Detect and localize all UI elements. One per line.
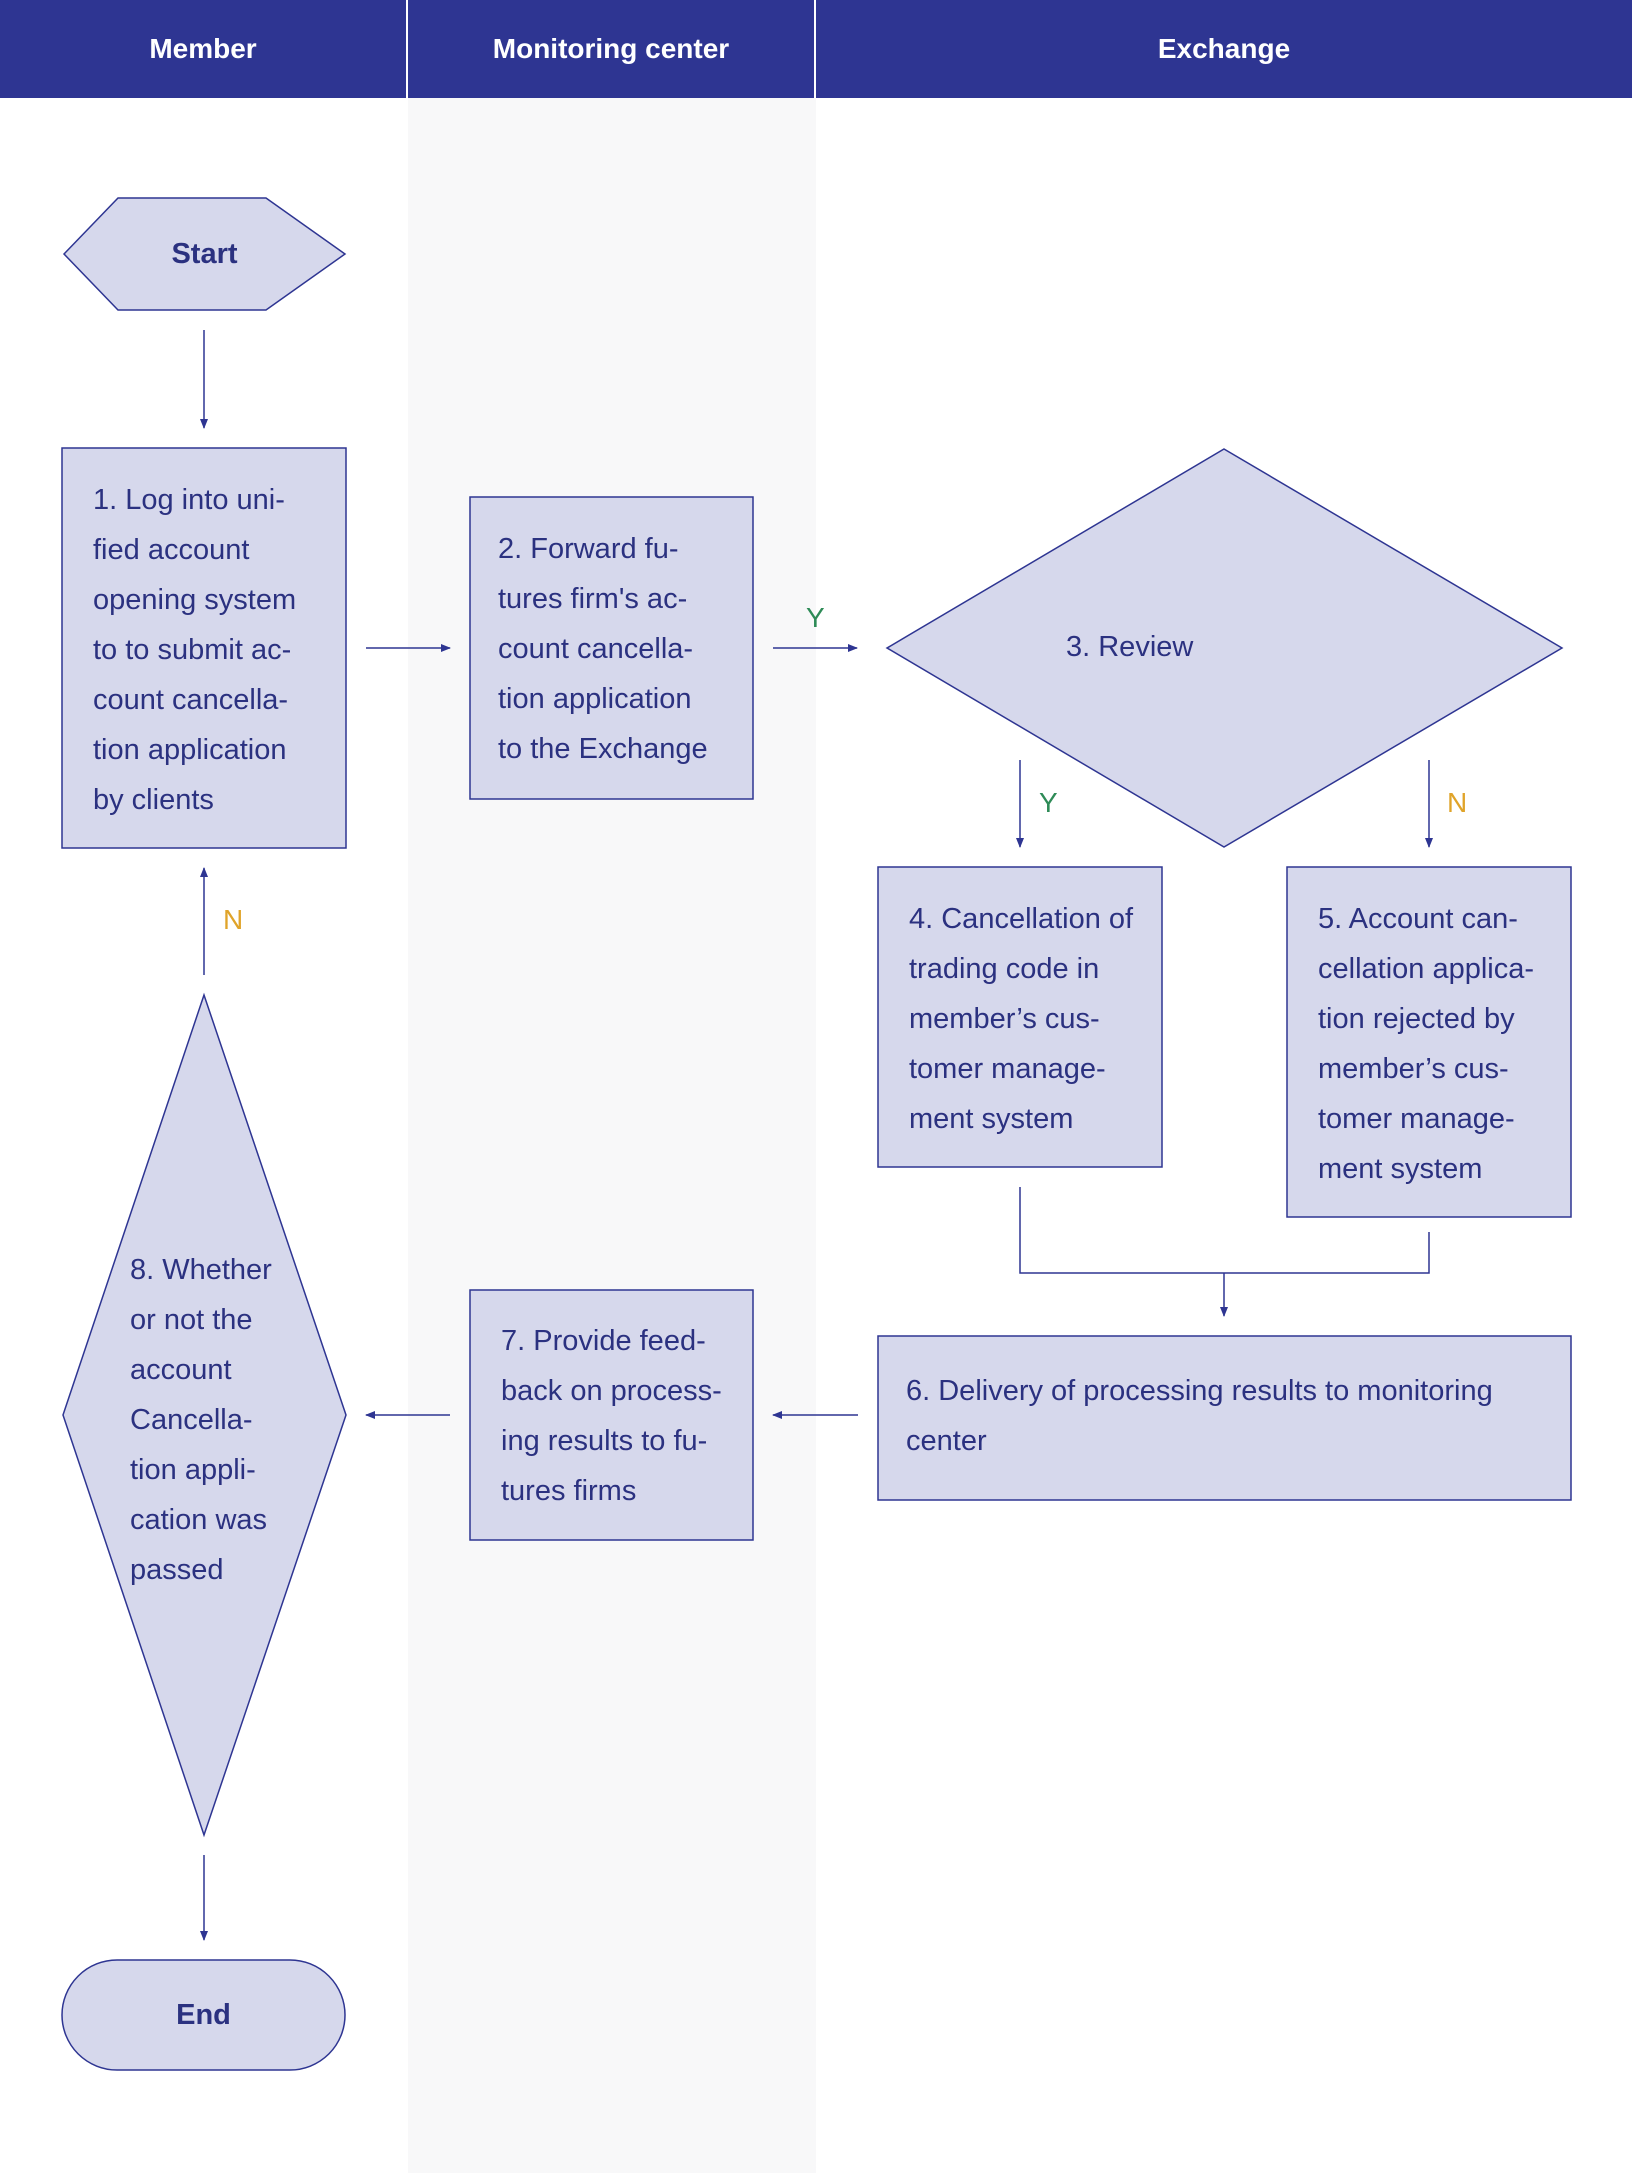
step2-box [469, 496, 754, 800]
step1-label: 1. Log into uni- fied account opening sy… [93, 484, 297, 816]
end-label: End [176, 1999, 231, 2031]
step7-box [469, 1289, 754, 1541]
lane-monitoring-center-background [408, 98, 816, 2173]
step3-decision-shape [885, 448, 1564, 848]
edge-label-step3-step5: N [1447, 787, 1468, 818]
step8-label: 8. Whether or not the account Cancella- … [130, 1254, 272, 1586]
step2-label: 2. Forward fu- tures firm's ac- count ca… [498, 533, 708, 765]
step3-label: 3. Review [1066, 631, 1194, 663]
step8-decision-shape [62, 992, 347, 1838]
step4-box [877, 866, 1163, 1168]
step4-label: 4. Cancellation of trading code in membe… [909, 903, 1134, 1135]
step6-label: 6. Delivery of processing results to mon… [906, 1375, 1493, 1457]
step5-label: 5. Account can- cellation applica- tion … [1318, 903, 1535, 1185]
end-node-shape [61, 1959, 346, 2071]
start-node-shape [62, 197, 347, 311]
start-label: Start [171, 238, 238, 270]
step7-label: 7. Provide feed- back on process- ing re… [501, 1325, 722, 1507]
step5-box [1286, 866, 1572, 1218]
step6-box [877, 1335, 1572, 1501]
lane-header-exchange: Exchange [1157, 33, 1291, 64]
edge-label-step8-step1: N [223, 904, 244, 935]
lane-header-member: Member [0, 0, 408, 98]
swimlane-header: Member Monitoring center Exchange [0, 0, 1632, 98]
edge-label-step2-step3: Y [806, 602, 825, 633]
edge-label-step3-step4: Y [1039, 787, 1058, 818]
step1-box [61, 447, 347, 849]
lane-header-monitoring-center: Monitoring center [408, 0, 816, 98]
